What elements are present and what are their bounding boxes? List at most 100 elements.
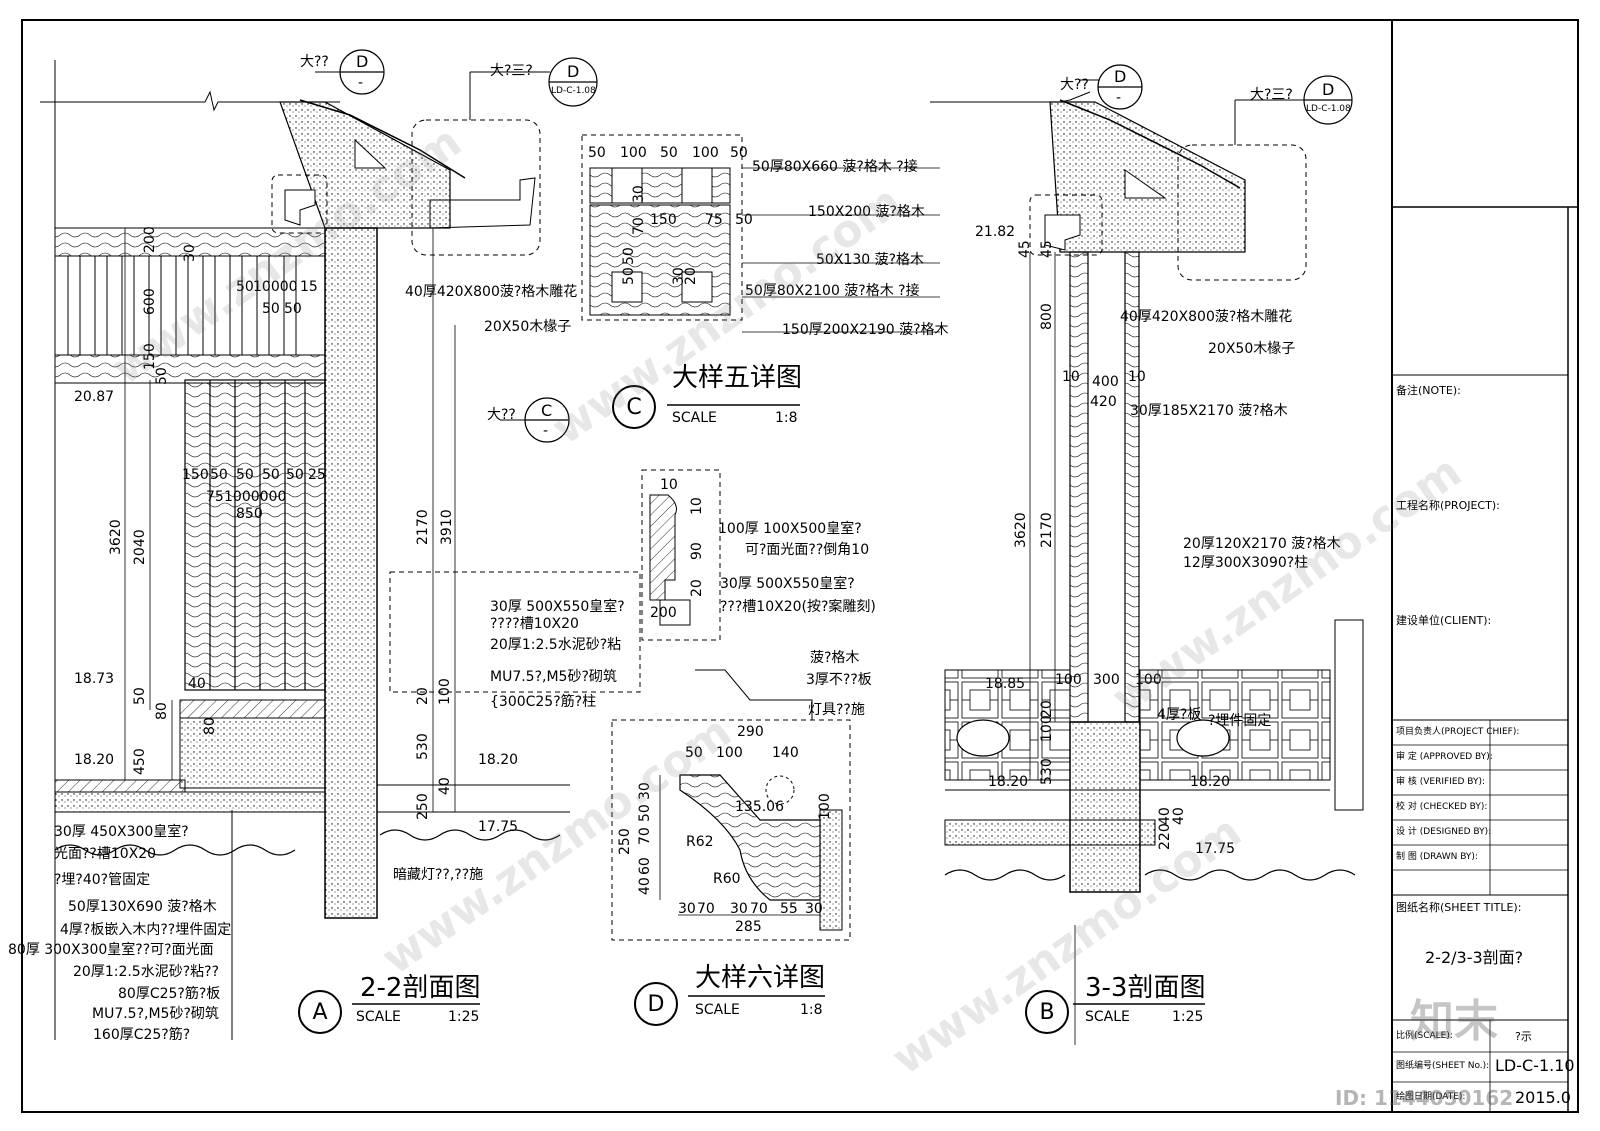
dim-a-2170: 2170 [415,509,431,545]
note-a-left-9: MU7.5?,M5砂?砌筑 [92,1006,219,1022]
note-a-left-8: 80厚C25?筋?板 [118,986,221,1002]
note-b-7: ?埋件固定 [1208,713,1272,729]
tb-checked: 校 对 (CHECKED BY): [1396,802,1488,812]
note-a-right-3: 30厚 500X550皇室? [490,599,625,615]
dim-c-inner-3: 50 [735,212,753,228]
dim-e-5: 200 [650,605,677,621]
callout-b-ref-sub: LD-C-1.08 [1306,104,1351,114]
dim-a-250: 250 [415,793,431,820]
dim-d-50b: 50 [637,804,653,822]
dim-b-45b: 45 [1039,240,1055,258]
dim-b-10b: 10 [1128,369,1146,385]
dim-c-side-1: 30 [631,185,647,203]
dim-d-b2: 70 [697,901,715,917]
dim-a-2040: 2040 [132,529,148,565]
dim-a-50: 50 [154,367,170,385]
note-a-left-6: 80厚 300X300皇室??可?面光面 [8,942,214,958]
dim-a-80: 80 [154,702,170,720]
detail-c-scale-ratio: 1:8 [775,410,798,426]
hdim-a-25: 25 [308,467,326,483]
callout-a-c-label: 大?? [487,407,516,423]
note-a-right-6: MU7.5?,M5砂?砌筑 [490,669,617,685]
callout-b-ref-label: 大?三? [1250,87,1293,103]
hdim-a-50c: 50 [284,301,302,317]
dim-d-b3: 30 [730,901,748,917]
note-e-2: 可?面光面??倒角10 [745,542,870,558]
hdim-a-75: 75 [206,489,224,505]
tb-sheet-no-label: 图纸编号(SHEET No.): [1396,1061,1490,1071]
dim-d-60: 60 [637,857,653,875]
callout-a-c-sub: - [543,423,549,439]
dim-a-40b: 40 [437,777,453,795]
detail-e-drawing [641,469,721,641]
section-b-scale-label: SCALE [1085,1009,1130,1025]
note-b-6: 4厚?板 [1157,707,1202,723]
callout-b-d-label: 大?? [1060,77,1089,93]
dim-a-80b: 80 [202,717,218,735]
detail-c-circle: C [612,385,656,429]
level-a-5: 17.75 [478,819,519,835]
hdim-a-50: 50 [236,279,254,295]
dim-d-b5: 55 [780,901,798,917]
tb-approved: 审 定 (APPROVED BY): [1396,752,1493,762]
detail-d-title: 大样六详图 [695,963,826,993]
tb-project-label: 工程名称(PROJECT): [1396,499,1500,512]
callout-a-c-letter: C [541,401,553,420]
dim-b-40b: 40 [1171,807,1187,825]
dim-d-30: 30 [637,782,653,800]
dim-e-2: 10 [689,497,705,515]
tb-chief: 项目负责人(PROJECT CHIEF): [1396,727,1520,737]
dim-b-530: 530 [1039,758,1055,785]
note-d-1: 菠?格木 [810,650,860,666]
tb-date-label: 绘图日期(DATE): [1396,1092,1466,1102]
detail-d-scale-ratio: 1:8 [800,1002,823,1018]
callout-a-d-label: 大?? [300,54,329,70]
detail-c-title: 大样五详图 [672,363,803,393]
dim-a-150: 150 [142,343,158,370]
hdim-a-850: 850 [236,506,263,522]
callout-a-ref-sub: LD-C-1.08 [551,86,596,96]
dim-d-r60: R60 [713,871,741,887]
dim-b-100b: 100 [1135,672,1162,688]
dim-d-b1: 30 [678,901,696,917]
dim-e-3: 90 [689,542,705,560]
dim-b-45a: 45 [1017,240,1033,258]
section-a-scale-label: SCALE [356,1009,401,1025]
level-b-3: 18.20 [988,774,1029,790]
note-a-right-4: ????槽10X20 [490,616,579,632]
detail-c-scale-label: SCALE [672,410,717,426]
dim-c-side-4: 50 [621,267,637,285]
section-a-circle: A [298,990,342,1034]
detail-c-drawing [581,134,940,333]
hdim-a-50b: 50 [262,301,280,317]
callout-b-d-letter: D [1114,67,1127,86]
level-b-2: 18.85 [985,676,1026,692]
hdim-a-50f: 50 [262,467,280,483]
dim-a-50b: 50 [132,687,148,705]
dim-a-100: 100 [437,678,453,705]
level-b-5: 17.75 [1195,841,1236,857]
dim-d-100b: 100 [817,793,833,820]
dim-a-30: 30 [182,244,198,262]
dim-a-600: 600 [142,288,158,315]
section-a-scale-ratio: 1:25 [448,1009,480,1025]
dim-b-800: 800 [1039,303,1055,330]
note-a-left-7: 20厚1:2.5水泥砂?粘?? [73,964,219,980]
hdim-a-50d: 50 [210,467,228,483]
callout-a-ref-letter: D [567,62,580,81]
hdim-a-10000: 10000 [253,279,298,295]
note-c-1: 50厚80X660 菠?格木 ?接 [752,159,918,175]
note-c-5: 150厚200X2190 菠?格木 [782,322,949,338]
level-a-4: 18.20 [478,752,519,768]
dim-a-3910: 3910 [439,509,455,545]
tb-sheet-no: LD-C-1.10 [1495,1056,1575,1075]
dim-d-40: 40 [637,877,653,895]
dim-b-100a: 100 [1055,672,1082,688]
dim-c-inner-2: 75 [705,212,723,228]
dim-a-3620: 3620 [108,519,124,555]
dim-d-b4: 70 [750,901,768,917]
dim-b-3620: 3620 [1013,512,1029,548]
note-e-1: 100厚 100X500皇室? [718,521,862,537]
tb-scale-value: ?示 [1515,1030,1532,1043]
dim-b-100c: 100 [1039,715,1055,742]
